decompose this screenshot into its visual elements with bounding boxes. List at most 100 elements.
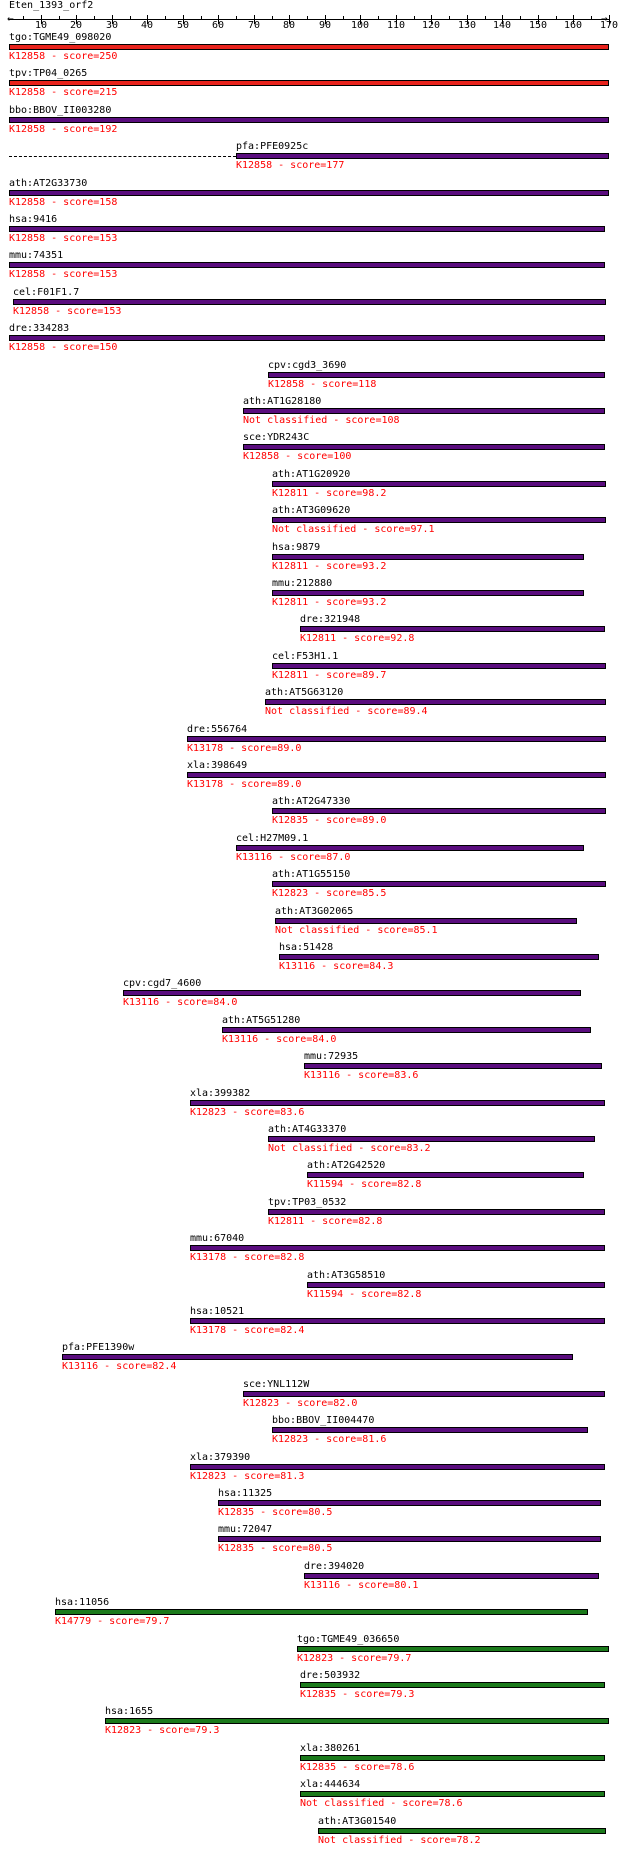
hit-score-label[interactable]: K12835 - score=80.5 xyxy=(218,1543,333,1555)
hit-alignment-bar[interactable] xyxy=(218,1536,601,1543)
hit-name[interactable]: tpv:TP04_0265 xyxy=(9,68,88,80)
hit-name[interactable]: ath:AT3G09620 xyxy=(272,505,351,517)
hit-alignment-bar[interactable] xyxy=(9,116,609,123)
hit-alignment-bar[interactable] xyxy=(9,80,609,87)
hit-name[interactable]: ath:AT1G20920 xyxy=(272,468,351,480)
hit-score-label[interactable]: K12823 - score=85.5 xyxy=(272,888,387,900)
hit-alignment-bar[interactable] xyxy=(268,371,605,378)
hit-alignment-bar[interactable] xyxy=(190,1245,605,1252)
hit-name[interactable]: xla:379390 xyxy=(190,1451,251,1463)
hit-score-label[interactable]: K14779 - score=79.7 xyxy=(55,1616,170,1628)
hit-score-label[interactable]: K12811 - score=92.8 xyxy=(300,633,415,645)
hit-alignment-bar[interactable] xyxy=(272,480,606,487)
hit-name[interactable]: mmu:212880 xyxy=(272,578,333,589)
hit-score-label[interactable]: K13116 - score=84.0 xyxy=(123,997,238,1009)
hit-name[interactable]: tgo:TGME49_036650 xyxy=(297,1633,400,1645)
hit-score-label[interactable]: Not classified - score=85.1 xyxy=(275,924,438,936)
hit-name[interactable]: tpv:TP03_0532 xyxy=(268,1196,347,1208)
hit-alignment-bar[interactable] xyxy=(304,1063,602,1070)
hit-score-label[interactable]: K12858 - score=100 xyxy=(243,451,352,463)
hit-alignment-bar[interactable] xyxy=(307,1172,584,1179)
hit-name[interactable]: hsa:1655 xyxy=(105,1706,154,1718)
hit-score-label[interactable]: K12811 - score=93.2 xyxy=(272,560,387,572)
hit-name[interactable]: pfa:PFE1390w xyxy=(62,1342,135,1354)
hit-name[interactable]: cpv:cgd7_4600 xyxy=(123,978,202,990)
hit-score-label[interactable]: K13178 - score=82.8 xyxy=(190,1252,305,1264)
hit-score-label[interactable]: K12823 - score=82.0 xyxy=(243,1397,358,1409)
hit-name[interactable]: cel:F53H1.1 xyxy=(272,650,339,662)
hit-alignment-bar[interactable] xyxy=(187,772,606,778)
hit-score-label[interactable]: K12835 - score=79.3 xyxy=(300,1689,415,1700)
hit-name[interactable]: tgo:TGME49_098020 xyxy=(9,32,112,43)
hit-score-label[interactable]: K13178 - score=82.4 xyxy=(190,1325,305,1336)
hit-score-label[interactable]: K13116 - score=84.3 xyxy=(279,961,394,972)
hit-score-label[interactable]: K12835 - score=80.5 xyxy=(218,1507,333,1518)
hit-name[interactable]: bbo:BBOV_II003280 xyxy=(9,104,112,116)
hit-name[interactable]: mmu:67040 xyxy=(190,1233,245,1245)
hit-alignment-bar[interactable] xyxy=(190,1463,605,1470)
hit-name[interactable]: ath:AT4G33370 xyxy=(268,1124,347,1135)
hit-score-label[interactable]: K12811 - score=82.8 xyxy=(268,1215,383,1227)
hit-name[interactable]: ath:AT3G02065 xyxy=(275,905,354,917)
hit-alignment-bar[interactable] xyxy=(187,735,606,742)
hit-score-label[interactable]: K12858 - score=150 xyxy=(9,342,118,354)
hit-name[interactable]: hsa:11325 xyxy=(218,1488,273,1499)
hit-alignment-bar[interactable] xyxy=(268,1208,605,1215)
hit-score-label[interactable]: Not classified - score=83.2 xyxy=(268,1143,431,1154)
hit-name[interactable]: ath:AT2G47330 xyxy=(272,796,351,808)
hit-name[interactable]: mmu:72047 xyxy=(218,1524,273,1536)
hit-score-label[interactable]: Not classified - score=97.1 xyxy=(272,524,435,536)
hit-score-label[interactable]: K13178 - score=89.0 xyxy=(187,779,302,790)
hit-name[interactable]: hsa:10521 xyxy=(190,1306,245,1317)
hit-alignment-bar[interactable] xyxy=(55,1609,588,1616)
hit-alignment-bar[interactable] xyxy=(9,189,609,196)
hit-name[interactable]: mmu:74351 xyxy=(9,250,64,262)
hit-score-label[interactable]: K13116 - score=80.1 xyxy=(304,1579,419,1591)
hit-alignment-bar[interactable] xyxy=(297,1645,609,1652)
hit-alignment-bar[interactable] xyxy=(236,153,609,160)
hit-score-label[interactable]: K13116 - score=82.4 xyxy=(62,1361,177,1373)
hit-name[interactable]: ath:AT1G28180 xyxy=(243,396,322,407)
hit-score-label[interactable]: K12835 - score=89.0 xyxy=(272,815,387,827)
hit-name[interactable]: hsa:9879 xyxy=(272,541,321,553)
hit-score-label[interactable]: K12858 - score=118 xyxy=(268,378,377,390)
hit-name[interactable]: ath:AT1G55150 xyxy=(272,869,351,881)
hit-score-label[interactable]: K12823 - score=81.6 xyxy=(272,1434,387,1446)
hit-name[interactable]: hsa:11056 xyxy=(55,1597,110,1609)
hit-alignment-bar[interactable] xyxy=(300,1791,605,1798)
hit-alignment-bar[interactable] xyxy=(105,1718,609,1725)
hit-alignment-bar[interactable] xyxy=(13,298,606,305)
hit-name[interactable]: sce:YNL112W xyxy=(243,1378,310,1390)
hit-score-label[interactable]: K12823 - score=81.3 xyxy=(190,1470,305,1482)
hit-alignment-bar[interactable] xyxy=(123,990,581,997)
hit-alignment-bar[interactable] xyxy=(272,881,606,888)
hit-alignment-bar[interactable] xyxy=(272,517,606,524)
hit-score-label[interactable]: K12858 - score=215 xyxy=(9,87,118,99)
